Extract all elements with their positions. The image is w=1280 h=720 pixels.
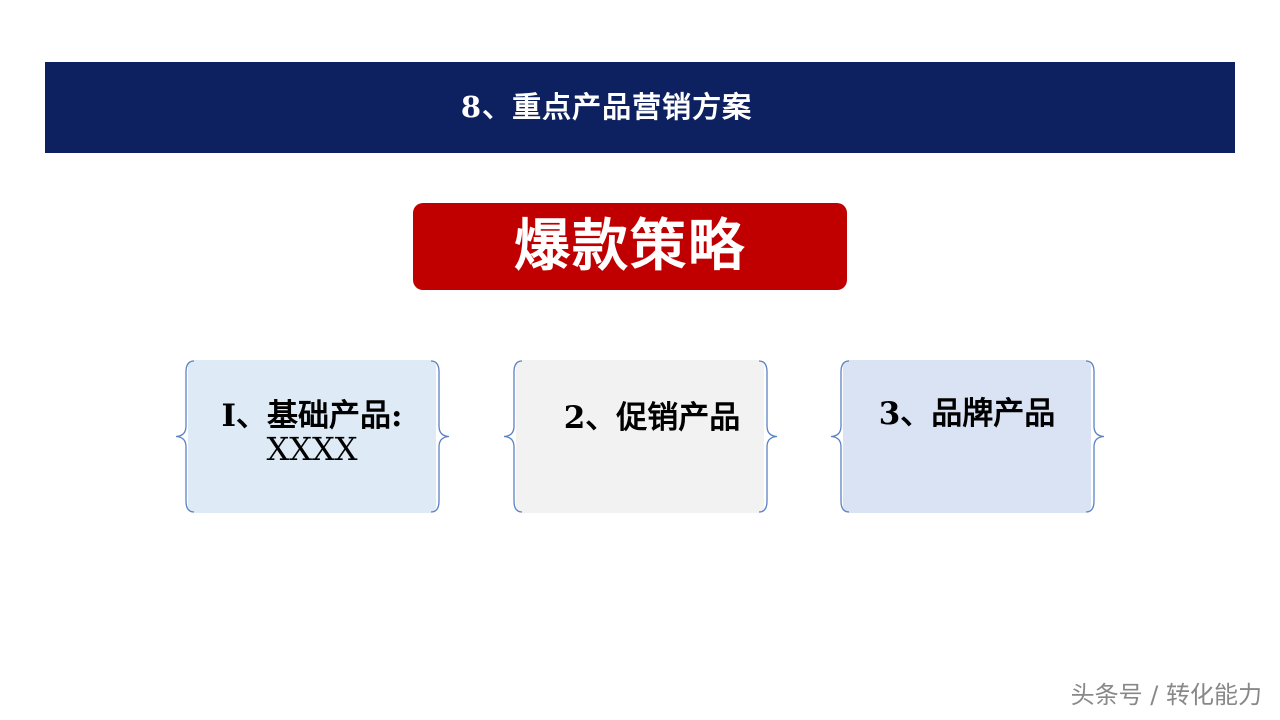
strategy-banner-label: 爆款策略 <box>514 213 746 279</box>
card-brand-product: 3、品牌产品 <box>843 360 1091 513</box>
title-bar: 8、重点产品营销方案 <box>45 62 1235 153</box>
right-brace-icon <box>430 360 450 513</box>
right-brace-icon <box>758 360 778 513</box>
right-brace-icon <box>1085 360 1105 513</box>
left-brace-icon <box>175 360 195 513</box>
card-promo-product-title: 2、促销产品 <box>563 400 741 436</box>
left-brace-icon <box>830 360 850 513</box>
strategy-banner: 爆款策略 <box>413 203 847 290</box>
card-promo-product: 2、促销产品 <box>516 360 764 513</box>
card-basic-product-value: XXXX <box>266 430 358 468</box>
watermark: 头条号 / 转化能力 <box>1070 681 1262 709</box>
card-basic-product: I、基础产品: XXXX <box>188 360 436 513</box>
card-brand-product-title: 3、品牌产品 <box>878 396 1056 432</box>
left-brace-icon <box>503 360 523 513</box>
card-basic-product-title: I、基础产品: <box>221 398 403 434</box>
page-title: 8、重点产品营销方案 <box>460 90 753 124</box>
